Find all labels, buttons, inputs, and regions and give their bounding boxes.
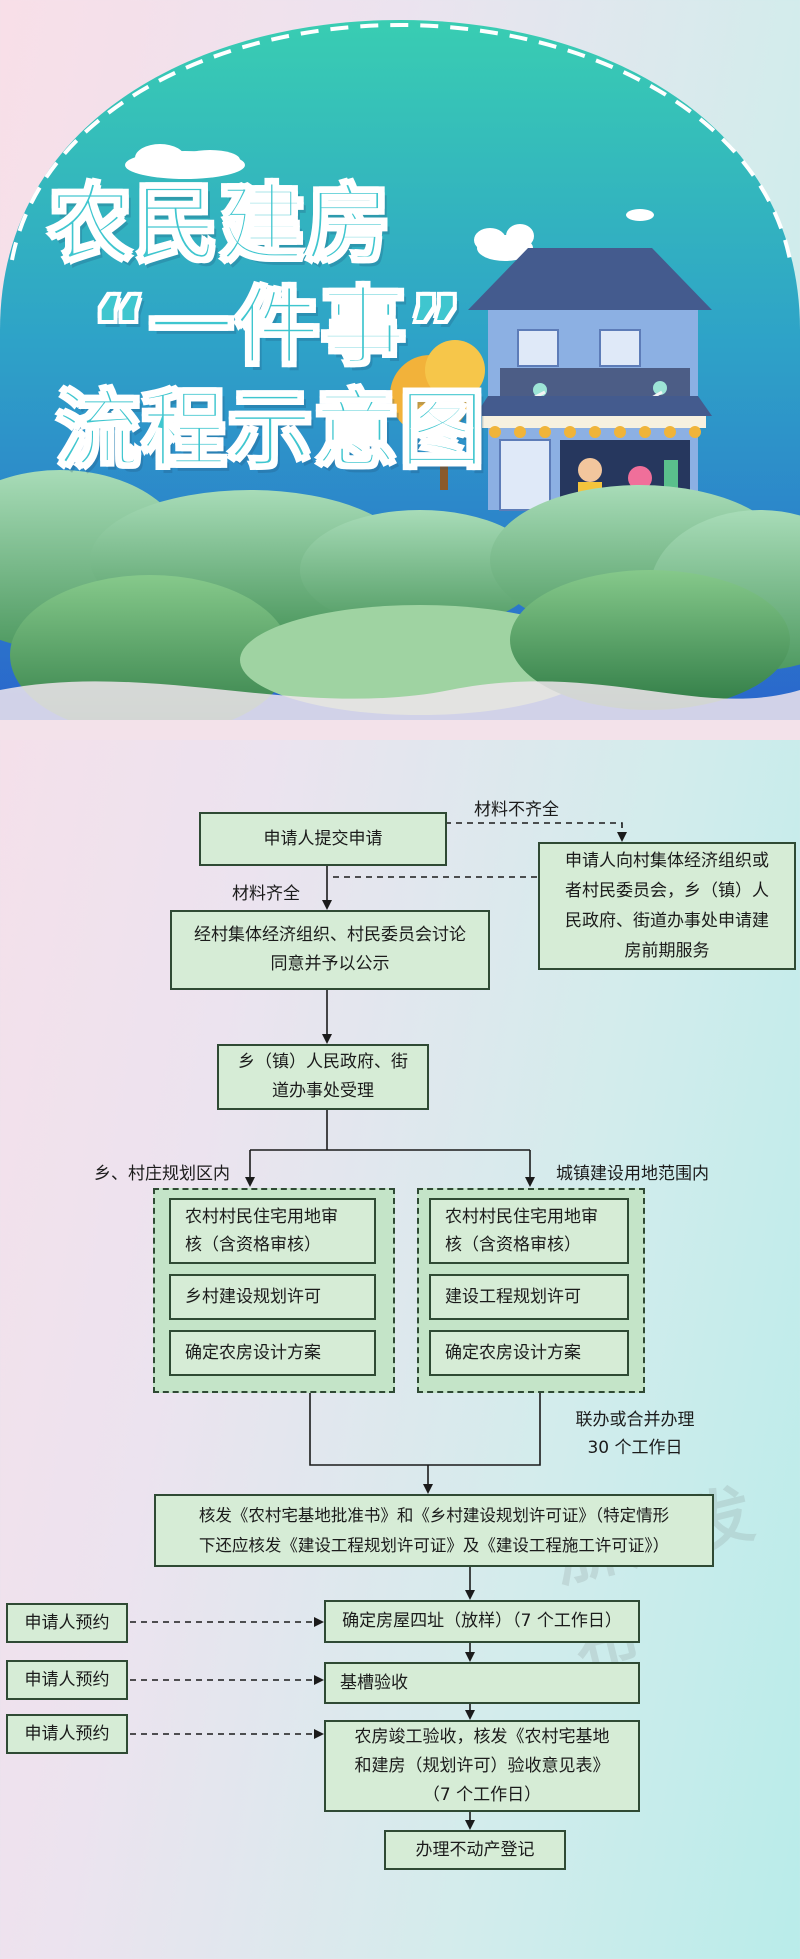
property-registration-box: 办理不动产登记 [384,1830,566,1870]
appointment-box-1: 申请人预约 [6,1603,128,1643]
missing-materials-label: 材料不齐全 [474,800,559,820]
foundation-inspection-box: 基槽验收 [324,1662,640,1704]
title-line-3: 流程示意图 [55,381,487,479]
submit-application-box: 申请人提交申请 [199,812,447,866]
pre-service-box: 申请人向村集体经济组织或 者村民委员会，乡（镇）人 民政府、街道办事处申请建 房… [538,842,796,970]
appointment-box-3: 申请人预约 [6,1714,128,1754]
cloud-icon [125,144,654,261]
rural-homestead-review-box: 农村村民住宅用地审 核（含资格审核） [169,1198,376,1264]
joint-processing-label: 联办或合并办理 30 个工作日 [575,1410,695,1458]
site-setting-out-box: 确定房屋四址（放样）（7 个工作日） [324,1600,640,1643]
dashed-arc [10,22,792,261]
accept-box: 乡（镇）人民政府、街 道办事处受理 [217,1044,429,1110]
urban-homestead-review-box: 农村村民住宅用地审 核（含资格审核） [429,1198,629,1264]
rural-design-plan-box: 确定农房设计方案 [169,1330,376,1376]
village-discussion-box: 经村集体经济组织、村民委员会讨论 同意并予以公示 [170,910,490,990]
watermark: 浙江发布 [541,1454,800,1691]
title-line-1: 农民建房 [47,175,393,273]
appointment-box-2: 申请人预约 [6,1660,128,1700]
completion-inspection-box: 农房竣工验收，核发《农村宅基地 和建房（规划许可）验收意见表》 （7 个工作日） [324,1720,640,1812]
rural-planning-permit-box: 乡村建设规划许可 [169,1274,376,1320]
construction-planning-permit-box: 建设工程规划许可 [429,1274,629,1320]
tree-icon [390,340,485,490]
house-icon [468,248,712,512]
urban-construction-land-label: 城镇建设用地范围内 [556,1164,709,1184]
header-illustration [0,20,800,740]
rural-planning-area-label: 乡、村庄规划区内 [94,1164,230,1184]
issue-certificates-box: 核发《农村宅基地批准书》和《乡村建设规划许可证》（特定情形 下还应核发《建设工程… [154,1494,714,1567]
urban-design-plan-box: 确定农房设计方案 [429,1330,629,1376]
complete-materials-label: 材料齐全 [232,884,300,904]
title-line-2: “一件事” [91,278,465,376]
